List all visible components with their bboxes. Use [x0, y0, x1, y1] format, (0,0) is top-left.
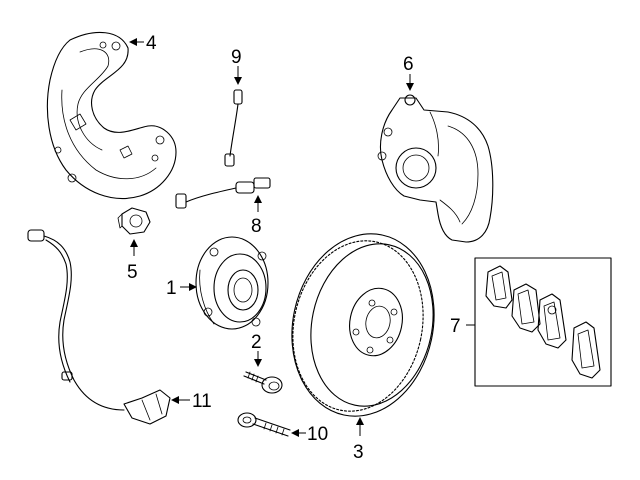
part-5-nut: [117, 207, 151, 235]
callout-8: 8: [251, 216, 262, 237]
callout-9: 9: [231, 47, 242, 68]
callout-4: 4: [146, 33, 157, 54]
callout-1: 1: [166, 278, 177, 299]
part-7-brake-pads: [474, 257, 612, 387]
callout-5: 5: [127, 262, 138, 283]
part-6-caliper: [377, 94, 494, 243]
part-3-rotor: [291, 233, 435, 417]
part-11-abs-sensor: [27, 229, 171, 425]
callout-3: 3: [353, 442, 364, 463]
part-4-splash-shield: [46, 31, 177, 200]
callout-6: 6: [403, 54, 414, 75]
part-2-bolt: [243, 371, 283, 394]
pad-kit-box: [474, 257, 612, 387]
callout-10: 10: [307, 424, 328, 445]
part-10-bolt: [237, 412, 291, 437]
part-9-wear-sensor: [224, 89, 243, 167]
part-1-hub: [195, 236, 269, 330]
part-8-wear-sensor: [175, 177, 271, 209]
callout-2: 2: [251, 332, 262, 353]
callout-11: 11: [192, 391, 212, 412]
callout-7: 7: [450, 316, 461, 337]
